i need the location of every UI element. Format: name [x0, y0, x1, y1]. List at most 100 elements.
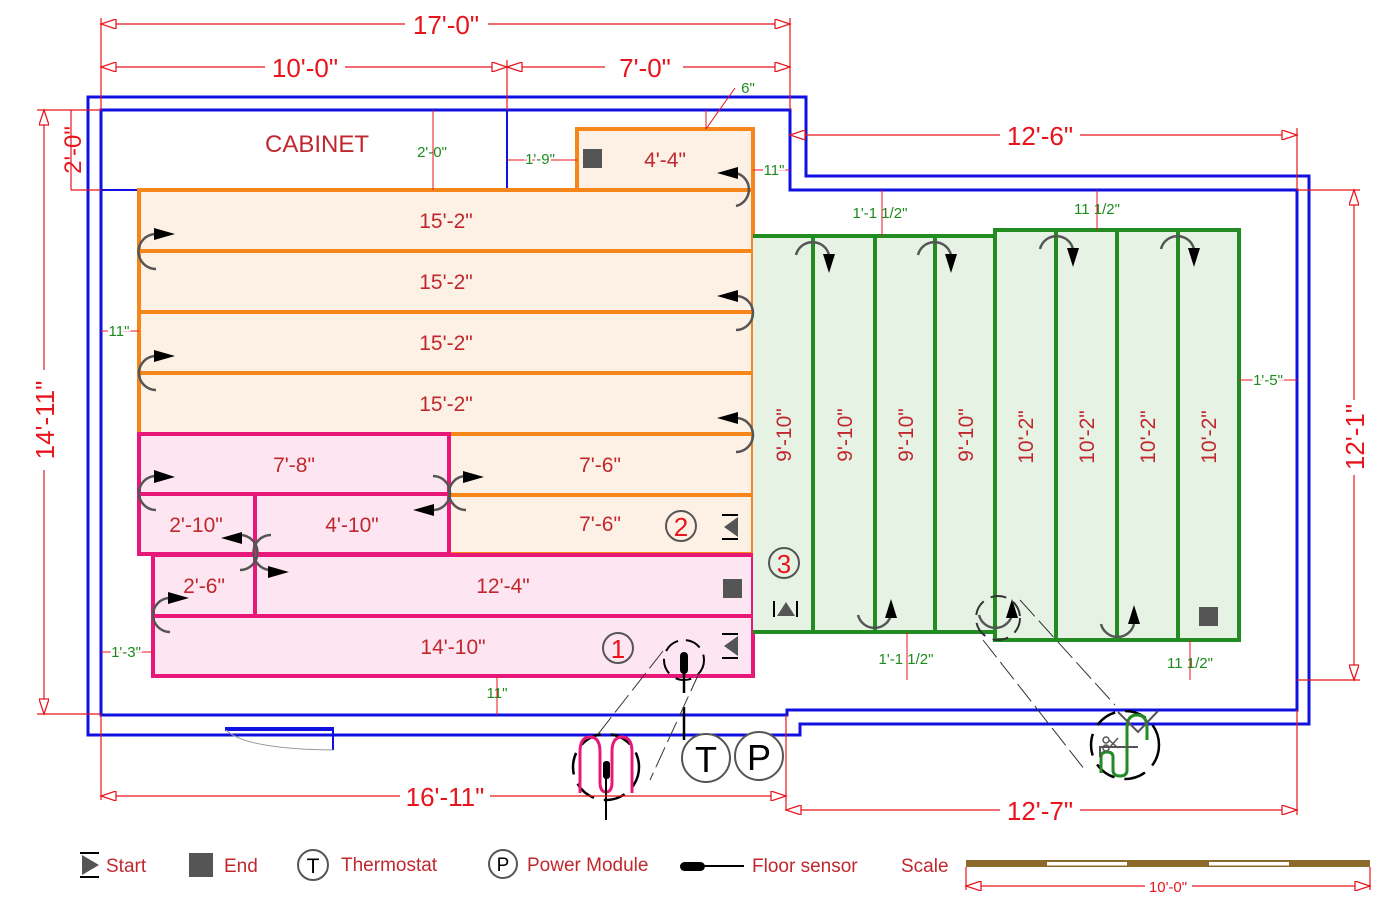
run-length: 10'-2"	[1076, 410, 1099, 464]
run-box	[575, 127, 755, 192]
turn-arrow-icon	[137, 470, 175, 512]
scale-bar-segment	[1209, 862, 1289, 866]
clearance-label: 2'-0"	[417, 144, 447, 161]
turn-arrow-icon	[916, 240, 957, 273]
turn-arrow-icon	[447, 471, 484, 512]
thermostat-symbol: T	[695, 739, 717, 780]
turn-arrow-icon	[1159, 234, 1200, 267]
dim-bottom-right: 12'-7"	[1007, 796, 1073, 826]
dim-bottom-left: 16'-11"	[406, 782, 485, 812]
door-swing	[225, 729, 334, 751]
run-length: 14'-10"	[420, 636, 485, 659]
power-module-symbol: P	[497, 855, 510, 876]
end-marker-icon	[723, 579, 742, 598]
heating-mat-detail-icon	[571, 732, 641, 820]
run-length: 10'-2"	[1015, 410, 1038, 464]
turn-arrow-icon	[1099, 605, 1140, 639]
run-length: 15'-2"	[419, 271, 473, 294]
legend: Start End T Thermostat P Power Module Fl…	[80, 849, 1370, 896]
clearance-label: 1'-3"	[111, 644, 141, 661]
legend-end: End	[189, 853, 258, 877]
clearance-label: 11 1/2"	[1167, 655, 1213, 672]
power-module[interactable]: P	[734, 731, 784, 781]
legend-start: Start	[80, 852, 147, 878]
scissors-icon	[1102, 736, 1110, 744]
zone-2: 4'-4" 15'-2" 15'-2" 15'-2" 15'-2" 7'-6" …	[137, 127, 755, 556]
floor-sensor-icon	[680, 652, 688, 674]
outer-wall	[86, 95, 1311, 737]
run-length: 9'-10"	[834, 408, 857, 462]
run-box	[137, 188, 755, 253]
clearance-label: 11 1/2"	[1074, 201, 1120, 218]
clearance-label: 1'-5"	[1253, 372, 1283, 389]
zone-number-badge	[768, 547, 800, 579]
legend-power-module: P Power Module	[488, 849, 648, 879]
cut-turn-detail-icon	[1089, 709, 1161, 781]
end-marker-icon	[1199, 607, 1218, 626]
turn-arrow-icon	[717, 167, 751, 208]
clearance-label: 1'-9"	[525, 151, 555, 168]
run-box	[253, 492, 451, 556]
zone-number-badge	[602, 632, 634, 664]
clearance-label: 11"	[487, 685, 508, 702]
zone-number: 2	[674, 512, 688, 542]
dim-top-right: 7'-0"	[619, 53, 671, 83]
run-length: 7'-6"	[579, 513, 621, 536]
legend-scale: Scale 10'-0"	[901, 856, 1370, 896]
run-length: 4'-4"	[644, 149, 686, 172]
turn-arrow-icon	[137, 228, 175, 271]
thermostat-icon	[681, 733, 731, 783]
run-length: 15'-2"	[419, 210, 473, 233]
legend-label: Start	[106, 856, 147, 877]
clearance-label: 11"	[109, 323, 130, 340]
turn-arrow-icon	[717, 290, 755, 332]
legend-label: Power Module	[527, 855, 648, 876]
start-marker-icon	[722, 514, 738, 540]
turn-arrow-icon	[794, 240, 835, 273]
run-length: 7'-8"	[273, 454, 315, 477]
turn-arrow-icon	[717, 412, 755, 454]
legend-label: Floor sensor	[752, 856, 858, 877]
zone-number-badge	[665, 510, 697, 542]
run-length: 4'-10"	[325, 514, 379, 537]
clearance-label: 1'-1 1/2"	[853, 205, 908, 222]
turn-arrow-icon	[977, 599, 1018, 630]
legend-thermostat: T Thermostat	[297, 849, 438, 881]
legend-floor-sensor: Floor sensor	[680, 856, 858, 877]
zone-1: 7'-8" 2'-10" 4'-10" 2'-6" 12'-4" 14'-10"…	[137, 432, 755, 678]
callout-circle	[975, 595, 1021, 641]
thermostat[interactable]: T	[681, 733, 731, 783]
zone-number: 1	[611, 634, 625, 664]
thermostat-symbol: T	[307, 855, 320, 878]
dim-right-top: 12'-6"	[1007, 121, 1073, 151]
turn-arrow-icon	[137, 350, 175, 392]
zone-3: 9'-10" 9'-10" 9'-10" 9'-10" 10'-2" 10'-2…	[753, 228, 1241, 642]
dimensions: 17'-0" 10'-0" 7'-0" 12'-6" 14'-11" 2'-0"…	[30, 10, 1370, 826]
clearance-label: 6"	[741, 80, 755, 97]
run-length: 7'-6"	[579, 454, 621, 477]
run-length: 15'-2"	[419, 332, 473, 355]
floor-sensor-icon	[680, 862, 705, 871]
legend-label: Thermostat	[341, 855, 438, 876]
run-length: 9'-10"	[895, 408, 918, 462]
run-length: 2'-10"	[169, 514, 223, 537]
run-box	[151, 614, 755, 678]
dim-right-height: 12'-1"	[1340, 404, 1370, 470]
run-length: 15'-2"	[419, 393, 473, 416]
turn-arrow-icon	[221, 532, 259, 572]
turn-arrow-icon	[252, 533, 289, 578]
run-length: 9'-10"	[955, 408, 978, 462]
turn-arrow-icon	[856, 599, 897, 630]
cabinet-label: CABINET	[265, 131, 369, 158]
run-box	[151, 553, 257, 618]
scale-bar-segment	[1047, 862, 1127, 866]
run-length: 10'-2"	[1198, 410, 1221, 464]
run-length: 9'-10"	[773, 408, 796, 462]
dim-top-total: 17'-0"	[413, 10, 479, 40]
dim-top-left: 10'-0"	[272, 53, 338, 83]
clearance-label: 1'-1 1/2"	[879, 651, 934, 668]
legend-label: Scale	[901, 856, 949, 877]
end-marker-icon	[583, 149, 602, 168]
dim-left-total: 14'-11"	[30, 381, 60, 460]
power-module-icon	[734, 731, 784, 781]
